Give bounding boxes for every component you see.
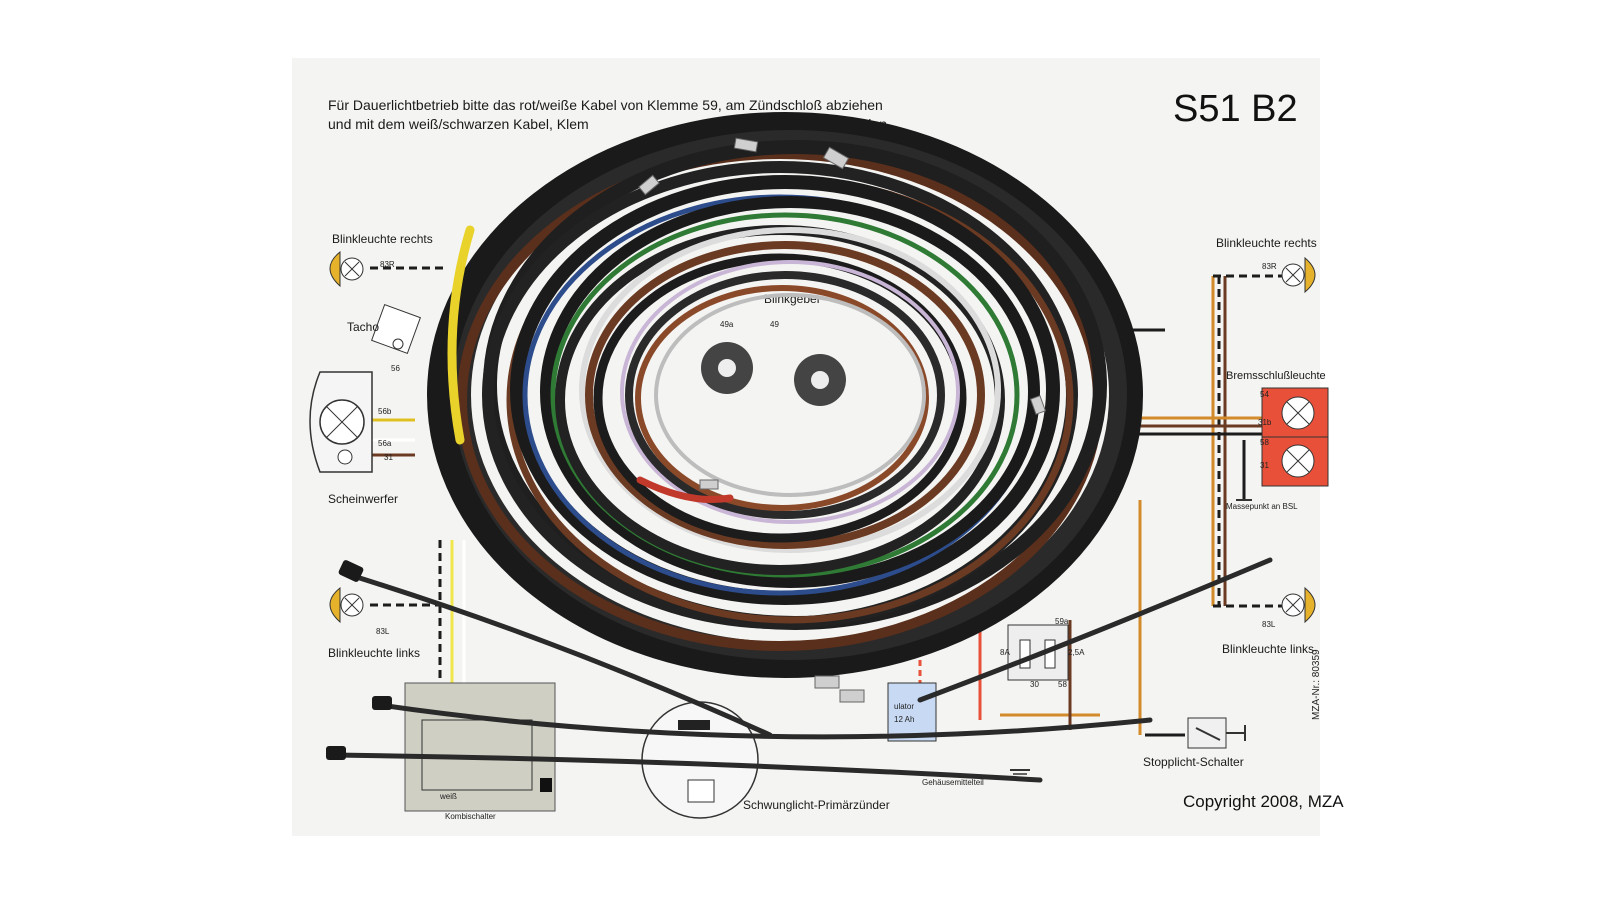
label-tacho: Tacho <box>347 320 380 334</box>
battery-symbol <box>887 682 937 742</box>
blink-front-right-lamp <box>329 250 364 288</box>
harness-brown-4 <box>635 285 929 511</box>
terminal-49: 49 <box>770 320 779 329</box>
label-headlight: Scheinwerfer <box>328 492 399 506</box>
label-blink-front-left: Blinkleuchte links <box>328 646 421 660</box>
label-housing-ground: Gehäusemittelteil <box>922 778 984 787</box>
terminal-56a: 56a <box>378 439 392 448</box>
terminal-58-fuse: 58 <box>1058 680 1067 689</box>
harness-loop-outer <box>427 112 1143 678</box>
terminal-fuse-2-5a: 2,5A <box>1068 648 1085 657</box>
note-line-1: Für Dauerlichtbetrieb bitte das rot/weiß… <box>328 97 883 113</box>
harness-loop-9 <box>625 271 945 519</box>
terminal-31-head: 31 <box>384 453 393 462</box>
harness-yellow-segment <box>447 225 475 445</box>
connector-terminals <box>638 137 1047 703</box>
blink-rear-left-lamp <box>1281 586 1316 624</box>
label-ground-bsl: Massepunkt an BSL <box>1226 502 1298 511</box>
label-battery-a: ulator <box>894 702 915 711</box>
label-blink-rear-left: Blinkleuchte links <box>1222 642 1315 656</box>
label-blink-rear-right: Blinkleuchte rechts <box>1216 236 1317 250</box>
harness-violet <box>620 260 960 524</box>
terminal-59a: 59a <box>1055 617 1069 626</box>
harness-green <box>550 212 1020 578</box>
harness-red-segment <box>636 476 734 504</box>
harness-loop-6 <box>540 196 1040 588</box>
terminal-31b: 31b <box>1258 418 1272 427</box>
harness-loop-8 <box>593 253 967 543</box>
terminal-fuse-8a: 8A <box>1000 648 1010 657</box>
cable-ties <box>332 557 1273 783</box>
label-combo-white: weiß <box>440 792 457 801</box>
brake-tail-light <box>1261 387 1329 487</box>
label-combo-switch: Kombischalter <box>445 812 496 821</box>
terminal-30: 30 <box>1030 680 1039 689</box>
cable-tie-heads <box>326 560 392 760</box>
harness-grey <box>654 293 926 497</box>
terminal-54: 54 <box>1260 390 1269 399</box>
terminal-83l-front: 83L <box>376 627 390 636</box>
label-ignition: Schwunglicht-Primärzünder <box>743 798 890 812</box>
label-brake-tail: Bremsschlußleuchte <box>1226 370 1326 382</box>
model-title: S51 B2 <box>1173 88 1298 130</box>
terminal-56b: 56b <box>378 407 392 416</box>
headlight-symbol <box>309 371 373 473</box>
rubber-grommets <box>701 342 846 406</box>
combo-switch-symbol <box>404 682 556 812</box>
copyright-text: Copyright 2008, MZA <box>1183 792 1344 811</box>
terminal-58: 58 <box>1260 438 1269 447</box>
label-blink-front-right: Blinkleuchte rechts <box>332 232 433 246</box>
terminal-49a: 49a <box>720 320 734 329</box>
brake-switch-symbol <box>1187 717 1246 749</box>
terminal-83l-rear: 83L <box>1262 620 1276 629</box>
terminal-56: 56 <box>391 364 400 373</box>
tacho-symbol <box>371 304 421 354</box>
terminal-31: 31 <box>1260 461 1269 470</box>
label-battery-b: 12 Ah <box>894 715 915 724</box>
terminal-83r-rear: 83R <box>1262 262 1277 271</box>
blink-rear-right-lamp <box>1281 256 1316 294</box>
harness-loop-5 <box>510 175 1060 605</box>
note-line-2: und mit dem weiß/schwarzen Kabel, Klem <box>328 116 589 132</box>
harness-white <box>579 227 1001 553</box>
terminal-83r-front: 83R <box>380 260 395 269</box>
harness-brown-3 <box>585 241 985 549</box>
blink-front-left-lamp <box>329 586 364 624</box>
label-brake-switch: Stopplicht-Schalter <box>1143 755 1244 769</box>
